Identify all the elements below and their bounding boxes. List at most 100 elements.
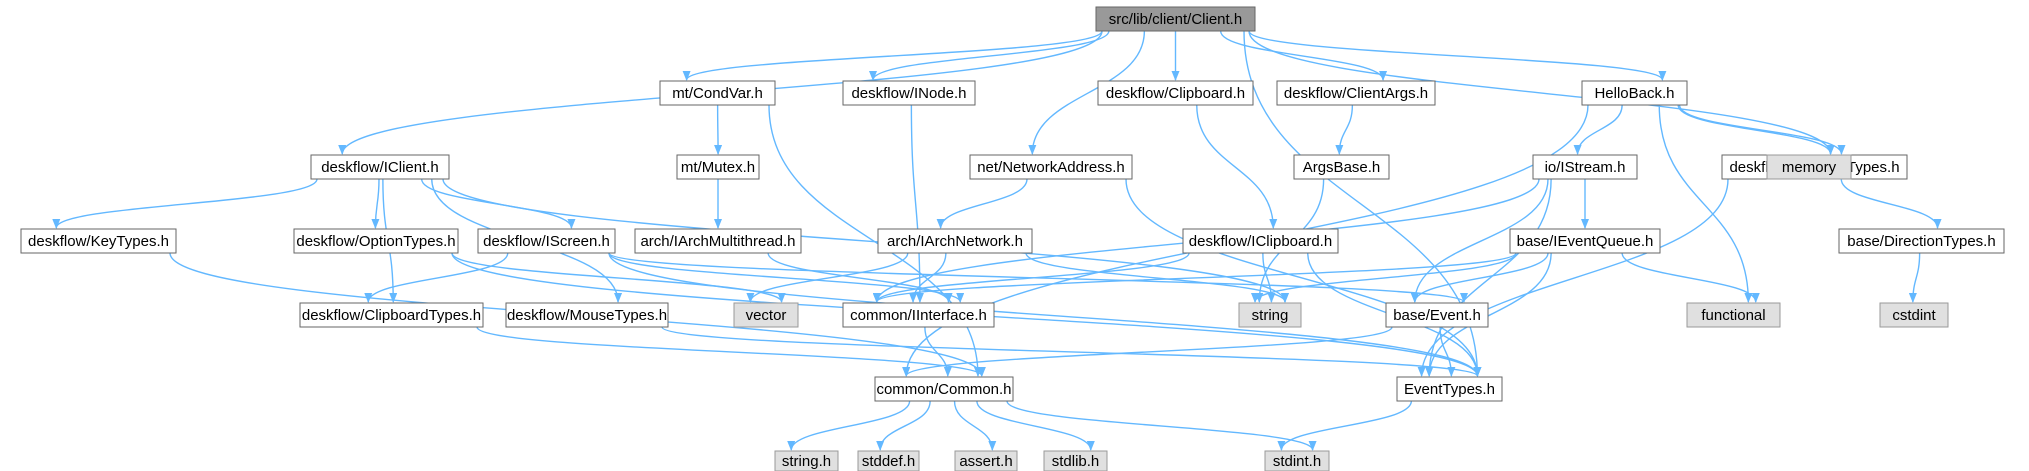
edge-ieventqueue-to-string — [1251, 252, 1517, 303]
node-netaddr-label: net/NetworkAddress.h — [977, 159, 1125, 176]
node-stdlib: stdlib.h — [1043, 450, 1108, 471]
node-dirtypes[interactable]: base/DirectionTypes.h — [1838, 228, 2005, 254]
edge-helloback-to-functional — [1658, 104, 1753, 303]
edge-dirtypes-to-cstdint — [1908, 252, 1921, 303]
edge-prototypes-to-eventtypes — [1417, 178, 1729, 377]
node-argsbase[interactable]: ArgsBase.h — [1293, 154, 1390, 180]
node-ieventqueue-box — [1509, 228, 1661, 254]
node-assert: assert.h — [954, 450, 1018, 471]
edge-iclipboard-to-iinterface — [872, 252, 1190, 303]
node-optiontypes[interactable]: deskflow/OptionTypes.h — [293, 228, 459, 254]
node-common-box — [874, 376, 1014, 402]
edge-helloback-to-memory — [1677, 104, 1835, 155]
node-iclient-label: deskflow/IClient.h — [321, 159, 439, 176]
node-keytypes-box — [20, 228, 177, 254]
node-inode-box — [842, 80, 976, 106]
node-iclient[interactable]: deskflow/IClient.h — [310, 154, 450, 180]
edge-common-to-stddef — [876, 400, 931, 451]
edge-root-to-condvar — [682, 30, 1103, 81]
node-stringh: string.h — [774, 450, 839, 471]
edge-prototypes-to-dirtypes — [1840, 178, 1942, 229]
node-cliptypes-label: deskflow/ClipboardTypes.h — [302, 307, 481, 324]
node-netaddr[interactable]: net/NetworkAddress.h — [969, 154, 1133, 180]
node-iclient-box — [310, 154, 450, 180]
node-inode[interactable]: deskflow/INode.h — [842, 80, 976, 106]
edge-root-to-inode — [869, 30, 1110, 81]
node-archnet[interactable]: arch/IArchNetwork.h — [877, 228, 1033, 254]
node-inode-label: deskflow/INode.h — [851, 85, 966, 102]
node-eventtypes[interactable]: EventTypes.h — [1396, 376, 1503, 402]
node-cstdint-box — [1879, 302, 1949, 328]
edge-iscreen-to-eventtypes — [608, 252, 1482, 377]
node-istream[interactable]: io/IStream.h — [1532, 154, 1638, 180]
edge-netaddr-to-eventtypes — [1125, 178, 1482, 377]
node-stddef-label: stddef.h — [862, 453, 915, 470]
node-archmt-label: arch/IArchMultithread.h — [640, 233, 795, 250]
node-condvar-box — [659, 80, 776, 106]
node-clientargs[interactable]: deskflow/ClientArgs.h — [1276, 80, 1436, 106]
node-root[interactable]: src/lib/client/Client.h — [1095, 6, 1256, 32]
node-archnet-label: arch/IArchNetwork.h — [887, 233, 1023, 250]
node-eventtypes-label: EventTypes.h — [1404, 381, 1495, 398]
node-eventtypes-box — [1396, 376, 1503, 402]
node-string-label: string — [1252, 307, 1289, 324]
edge-ieventqueue-to-event — [1410, 252, 1549, 303]
node-cliptypes[interactable]: deskflow/ClipboardTypes.h — [299, 302, 484, 328]
node-clipboard[interactable]: deskflow/Clipboard.h — [1097, 80, 1254, 106]
node-iinterface-box — [842, 302, 995, 328]
node-argsbase-label: ArgsBase.h — [1303, 159, 1381, 176]
edge-archmt-to-iinterface — [767, 252, 953, 303]
edge-ieventqueue-to-eventtypes — [1425, 252, 1552, 377]
edge-root-to-clientargs — [1219, 30, 1388, 81]
node-iinterface[interactable]: common/IInterface.h — [842, 302, 995, 328]
node-vector-box — [733, 302, 799, 328]
edge-helloback-to-prototypes — [1678, 104, 1846, 155]
node-stdlib-box — [1043, 450, 1108, 471]
node-helloback-box — [1581, 80, 1688, 106]
node-cliptypes-box — [299, 302, 484, 328]
node-helloback[interactable]: HelloBack.h — [1581, 80, 1688, 106]
node-iclipboard[interactable]: deskflow/IClipboard.h — [1182, 228, 1339, 254]
node-stddef: stddef.h — [857, 450, 920, 471]
edge-cliptypes-to-common — [476, 326, 986, 377]
node-condvar[interactable]: mt/CondVar.h — [659, 80, 776, 106]
node-mutex[interactable]: mt/Mutex.h — [676, 154, 760, 180]
node-dirtypes-box — [1838, 228, 2005, 254]
node-iscreen-box — [477, 228, 616, 254]
node-keytypes-label: deskflow/KeyTypes.h — [28, 233, 169, 250]
node-clipboard-label: deskflow/Clipboard.h — [1106, 85, 1245, 102]
node-ieventqueue[interactable]: base/IEventQueue.h — [1509, 228, 1661, 254]
edge-ieventqueue-to-functional — [1621, 252, 1760, 303]
edge-root-to-helloback — [1248, 30, 1667, 81]
node-assert-label: assert.h — [959, 453, 1012, 470]
node-stdint-label: stdint.h — [1273, 453, 1321, 470]
edge-ieventqueue-to-iinterface — [873, 252, 1517, 303]
node-archmt[interactable]: arch/IArchMultithread.h — [634, 228, 802, 254]
edge-root-to-memory — [1248, 30, 1835, 155]
node-mousetypes[interactable]: deskflow/MouseTypes.h — [505, 302, 669, 328]
node-keytypes[interactable]: deskflow/KeyTypes.h — [20, 228, 177, 254]
node-clientargs-box — [1276, 80, 1436, 106]
nodes-layer: src/lib/client/Client.h mt/CondVar.h deskf… — [20, 6, 2005, 471]
node-archmt-box — [634, 228, 802, 254]
edge-iclient-to-keytypes — [52, 178, 318, 229]
node-functional-label: functional — [1701, 307, 1765, 324]
node-root-label: src/lib/client/Client.h — [1109, 11, 1242, 28]
edge-root-to-netaddr — [1028, 30, 1146, 155]
node-cstdint-label: cstdint — [1892, 307, 1936, 324]
node-event[interactable]: base/Event.h — [1385, 302, 1489, 328]
node-common[interactable]: common/Common.h — [874, 376, 1014, 402]
node-iscreen[interactable]: deskflow/IScreen.h — [477, 228, 616, 254]
node-netaddr-box — [969, 154, 1133, 180]
edge-mousetypes-to-eventtypes — [661, 326, 1482, 377]
node-stdint-box — [1264, 450, 1330, 471]
edge-istream-to-eventtypes — [1425, 178, 1552, 377]
node-string-box — [1238, 302, 1302, 328]
node-cstdint: cstdint — [1879, 302, 1949, 328]
node-memory: memory — [1766, 154, 1852, 180]
node-memory-label: memory — [1782, 159, 1837, 176]
node-optiontypes-label: deskflow/OptionTypes.h — [296, 233, 455, 250]
edge-iclient-to-string — [442, 178, 1289, 303]
node-iclipboard-label: deskflow/IClipboard.h — [1189, 233, 1332, 250]
node-event-box — [1385, 302, 1489, 328]
